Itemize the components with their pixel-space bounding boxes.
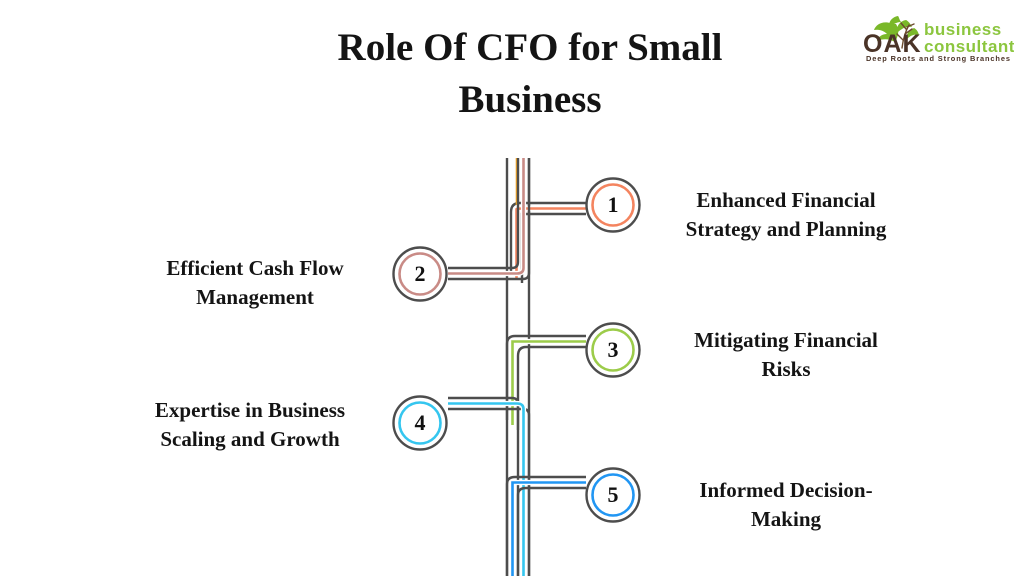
oak-leaf-icon bbox=[874, 16, 919, 42]
node-label-5: Informed Decision- Making bbox=[658, 476, 914, 534]
node-label-1-line-2: Strategy and Planning bbox=[685, 217, 887, 241]
oak-business-consultant-logo: OAK business consultant Deep Roots and S… bbox=[862, 8, 1014, 64]
page-title: Role Of CFO for Small Business bbox=[230, 22, 830, 126]
node-circle-5[interactable] bbox=[585, 467, 641, 523]
node-label-1-line-1: Enhanced Financial bbox=[696, 188, 876, 212]
node-label-2-line-2: Management bbox=[196, 285, 314, 309]
logo-tagline-text: Deep Roots and Strong Branches bbox=[866, 54, 1011, 63]
node-circle-4[interactable] bbox=[392, 395, 448, 451]
node-label-3: Mitigating Financial Risks bbox=[658, 326, 914, 384]
logo-oak-text: OAK bbox=[863, 30, 922, 58]
branch-3 bbox=[505, 334, 586, 430]
node-label-4-line-1: Expertise in Business bbox=[154, 398, 346, 422]
node-label-5-line-2: Making bbox=[750, 507, 821, 531]
node-label-4-line-2: Scaling and Growth bbox=[160, 427, 340, 451]
node-circle-3[interactable] bbox=[585, 322, 641, 378]
branch-2 bbox=[448, 158, 531, 281]
page-title-line-2: Business bbox=[458, 78, 602, 121]
branch-5 bbox=[505, 475, 586, 576]
node-circle-1[interactable] bbox=[585, 177, 641, 233]
node-label-3-line-1: Mitigating Financial bbox=[694, 328, 878, 352]
node-label-1: Enhanced Financial Strategy and Planning bbox=[658, 186, 914, 244]
node-label-5-line-1: Informed Decision- bbox=[699, 478, 873, 502]
node-label-3-line-2: Risks bbox=[761, 357, 811, 381]
node-label-4: Expertise in Business Scaling and Growth bbox=[110, 396, 390, 454]
node-label-2: Efficient Cash Flow Management bbox=[120, 254, 390, 312]
node-label-2-line-1: Efficient Cash Flow bbox=[166, 256, 344, 280]
page-title-line-1: Role Of CFO for Small bbox=[337, 26, 723, 69]
node-circle-2[interactable] bbox=[392, 246, 448, 302]
oak-branch-icon bbox=[896, 22, 915, 49]
logo-consultant-text: consultant bbox=[924, 37, 1014, 56]
logo-business-text: business bbox=[924, 20, 1002, 39]
branch-4 bbox=[448, 396, 531, 576]
